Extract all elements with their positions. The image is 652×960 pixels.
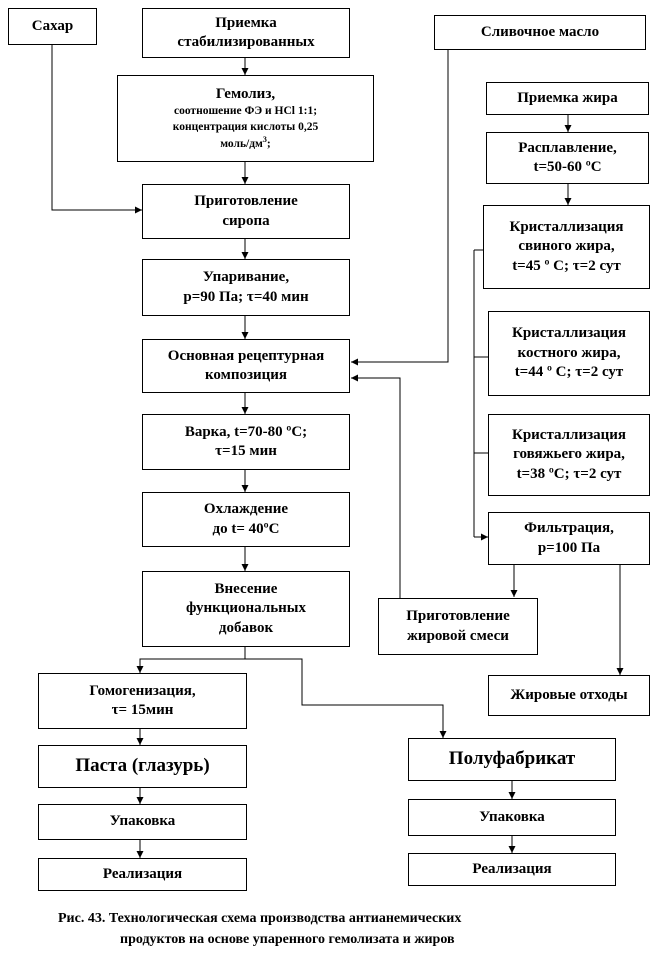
arrow-maslo-to-osnovnaya bbox=[351, 50, 449, 366]
arrow-sahar-to-sirop bbox=[51, 45, 142, 214]
pasta-glazur-box: Паста (глазурь) bbox=[38, 745, 247, 788]
prigotovlenie-siropa-box: Приготовление сиропа bbox=[142, 184, 350, 239]
kristallizaciya-kostnogo-box: Кристаллизация костного жира, t=44 º C; … bbox=[488, 311, 650, 396]
osnovnaya-kompoziciya-box: Основная рецептурная композиция bbox=[142, 339, 350, 393]
prigotovlenie-zhirovoy-smesi-box: Приготовление жировой смеси bbox=[378, 598, 538, 655]
realizaciya-left-box: Реализация bbox=[38, 858, 247, 891]
uparivanie-box: Упаривание, р=90 Па; τ=40 мин bbox=[142, 259, 350, 316]
sahar-box: Сахар bbox=[8, 8, 97, 45]
upakovka-left-box: Упаковка bbox=[38, 804, 247, 840]
zhirovye-othody-box: Жировые отходы bbox=[488, 675, 650, 716]
upakovka-right-box: Упаковка bbox=[408, 799, 616, 836]
gomogenizaciya-box: Гомогенизация, τ= 15мин bbox=[38, 673, 247, 729]
filtraciya-box: Фильтрация, р=100 Па bbox=[488, 512, 650, 565]
arrow-smes-to-osnovnaya bbox=[351, 374, 401, 598]
polufabrikat-box: Полуфабрикат bbox=[408, 738, 616, 781]
varka-box: Варка, t=70-80 ºC; τ=15 мин bbox=[142, 414, 350, 470]
figure-caption-line-2: продуктов на основе упаренного гемолизат… bbox=[120, 932, 455, 947]
priemka-zhira-box: Приемка жира bbox=[486, 82, 649, 115]
gemoliz-box: Гемолиз, соотношение ФЭ и HCl 1:1; конце… bbox=[117, 75, 374, 162]
arrow-to-gomogenizaciya bbox=[136, 658, 245, 673]
rasplavlenie-box: Расплавление, t=50-60 ºC bbox=[486, 132, 649, 184]
arrow-to-polufabrikat bbox=[245, 658, 447, 738]
ohlazhdenie-box: Охлаждение до t= 40ºC bbox=[142, 492, 350, 547]
figure-caption-line-1: Рис. 43. Технологическая схема производс… bbox=[58, 911, 462, 926]
kristallizaciya-svinogo-box: Кристаллизация свиного жира, t=45 º C; τ… bbox=[483, 205, 650, 289]
realizaciya-right-box: Реализация bbox=[408, 853, 616, 886]
priemka-stabilizirovannyh-box: Приемка стабилизированных bbox=[142, 8, 350, 58]
slivochnoe-maslo-box: Сливочное масло bbox=[434, 15, 646, 50]
kristallizaciya-govyazhego-box: Кристаллизация говяжьего жира, t=38 ºC; … bbox=[488, 414, 650, 496]
vnesenie-dobavok-box: Внесение функциональных добавок bbox=[142, 571, 350, 647]
